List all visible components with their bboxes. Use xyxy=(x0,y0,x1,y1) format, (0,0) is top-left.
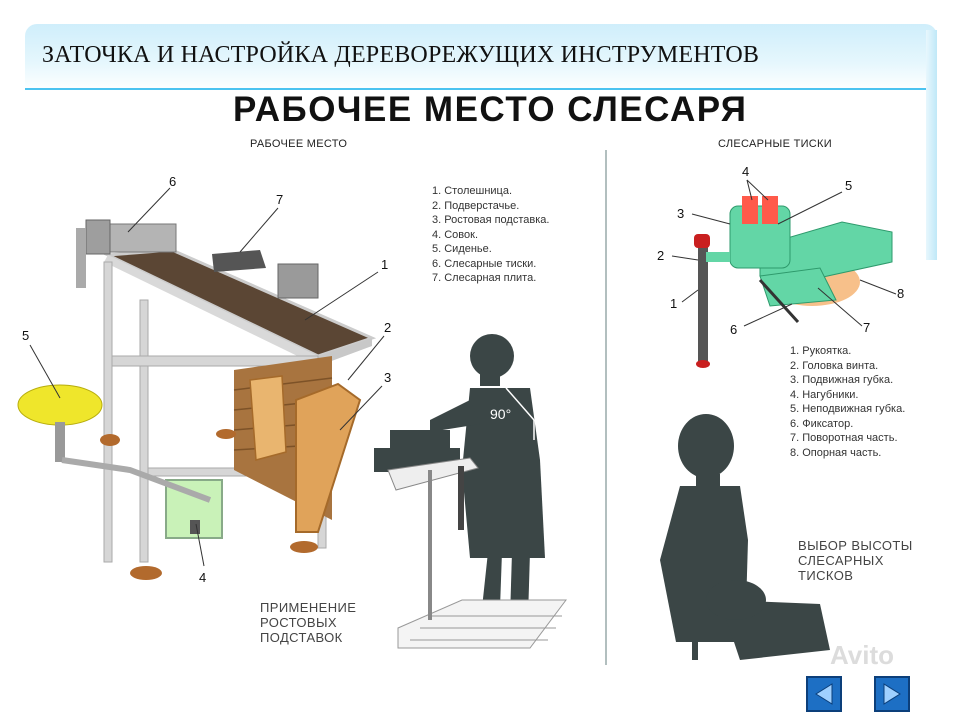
bench-callout: 3 xyxy=(384,370,392,385)
angle-label: 90° xyxy=(490,406,512,422)
bench-callout: 5 xyxy=(22,328,30,343)
legend-item: 1. Рукоятка. xyxy=(790,345,852,357)
bench-callout: 2 xyxy=(384,320,392,335)
previous-slide-button[interactable] xyxy=(806,676,842,712)
bench-callout: 1 xyxy=(381,257,389,272)
legend-item: 4. Совок. xyxy=(432,228,478,241)
right-angle-marker xyxy=(505,387,535,440)
workbench-illustration xyxy=(17,219,377,580)
worker-silhouette xyxy=(430,334,545,624)
caption-line: РОСТОВЫХ xyxy=(260,615,337,630)
vise-callout: 2 xyxy=(657,248,665,263)
legend-item: 7. Слесарная плита. xyxy=(432,272,537,284)
legend-item: 6. Слесарные тиски. xyxy=(432,257,537,270)
triangle-right-icon xyxy=(883,683,901,705)
caption-vise-height: ВЫБОР ВЫСОТЫ СЛЕСАРНЫХ ТИСКОВ xyxy=(798,538,913,583)
caption-line: ВЫБОР ВЫСОТЫ xyxy=(798,538,913,553)
bench-leader-lines xyxy=(29,187,385,567)
vise-illustration xyxy=(694,196,893,368)
vise-subtitle: СЛЕСАРНЫЕ ТИСКИ xyxy=(718,138,832,150)
vise-callout: 3 xyxy=(677,206,685,221)
legend-item: 5. Неподвижная губка. xyxy=(790,403,906,415)
bench-callout: 4 xyxy=(199,570,207,585)
legend-item: 4. Нагубники. xyxy=(790,388,859,401)
watermark: Avito xyxy=(830,640,895,670)
legend-item: 6. Фиксатор. xyxy=(790,417,854,430)
seated-worker-silhouette xyxy=(660,414,830,660)
vise-callout: 1 xyxy=(670,296,678,311)
growth-platform xyxy=(397,470,567,649)
vise-leader-lines xyxy=(671,179,897,327)
caption-growth-stand: ПРИМЕНЕНИЕ РОСТОВЫХ ПОДСТАВОК xyxy=(260,600,356,645)
vise-callout: 5 xyxy=(845,178,853,193)
caption-line: ПОДСТАВОК xyxy=(260,630,343,645)
legend-item: 3. Подвижная губка. xyxy=(790,374,894,386)
caption-line: ПРИМЕНЕНИЕ xyxy=(260,600,357,615)
legend-item: 1. Столешница. xyxy=(432,185,513,197)
workplace-legend: 1. Столешница. 2. Подверстачье. 3. Росто… xyxy=(432,184,549,286)
next-slide-button[interactable] xyxy=(874,676,910,712)
slide-title: ЗАТОЧКА И НАСТРОЙКА ДЕРЕВОРЕЖУЩИХ ИНСТРУ… xyxy=(42,42,760,68)
slide-header xyxy=(25,24,937,90)
bench-callout: 6 xyxy=(169,174,177,189)
caption-line: СЛЕСАРНЫХ xyxy=(798,553,884,568)
legend-item: 8. Опорная часть. xyxy=(790,446,882,459)
vise-callout: 8 xyxy=(897,286,905,301)
legend-item: 7. Поворотная часть. xyxy=(790,432,898,444)
decorative-strip xyxy=(926,30,937,260)
caption-line: ТИСКОВ xyxy=(798,568,854,583)
legend-item: 5. Сиденье. xyxy=(432,243,492,255)
poster-title: РАБОЧЕЕ МЕСТО СЛЕСАРЯ xyxy=(233,90,748,129)
vise-legend: 1. Рукоятка. 2. Головка винта. 3. Подвиж… xyxy=(790,344,905,460)
legend-item: 2. Головка винта. xyxy=(790,359,879,372)
bench-callout: 7 xyxy=(276,192,284,207)
legend-item: 3. Ростовая подставка. xyxy=(432,214,550,226)
workplace-subtitle: РАБОЧЕЕ МЕСТО xyxy=(250,138,348,150)
legend-item: 2. Подверстачье. xyxy=(432,199,520,212)
vise-callout: 7 xyxy=(863,320,871,335)
triangle-left-icon xyxy=(815,683,833,705)
vise-callout: 4 xyxy=(742,164,750,179)
vise-on-stand xyxy=(374,430,479,530)
vise-callout: 6 xyxy=(730,322,738,337)
header-divider xyxy=(25,88,937,90)
